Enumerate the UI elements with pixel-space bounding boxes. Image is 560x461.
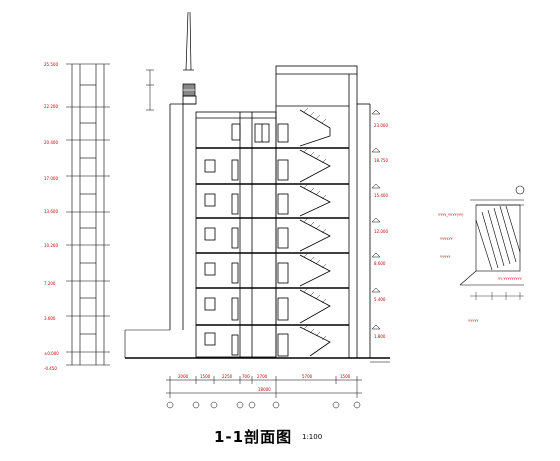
dim-label: 1500 <box>200 374 211 379</box>
bottom-dimension-lines <box>166 376 362 398</box>
dim-label: 2700 <box>257 374 268 379</box>
left-elevation-scale <box>66 63 110 366</box>
railing-detail-labels: YYYY_YY.YY(YY) YYYY.YY YYYYY YY,YYYYYYYY… <box>438 213 523 323</box>
left-elev-label: 20.400 <box>44 140 58 145</box>
left-elev-label: 22.200 <box>44 104 58 109</box>
dim-label: 1500 <box>340 374 351 379</box>
left-elev-label: 25.500 <box>44 62 58 67</box>
left-elev-label: 10.200 <box>44 243 58 248</box>
right-elev-label: 1.800 <box>374 334 386 339</box>
drawing-scale: 1:100 <box>302 433 323 441</box>
right-elev-label: 18.750 <box>374 158 388 163</box>
ground-line <box>124 329 390 363</box>
detail-label-note: YY,YYYYYYYYY <box>498 277 523 281</box>
left-elevation-labels: 25.500 22.200 20.400 17.000 13.600 10.20… <box>44 62 59 371</box>
detail-label-mid: YYYY.YY <box>440 237 454 241</box>
overall-dim-label: 18000 <box>258 387 271 392</box>
right-elev-label: 23.000 <box>374 123 388 128</box>
left-elev-label: ±0.000 <box>44 351 59 356</box>
left-elev-label: 17.000 <box>44 176 58 181</box>
right-elev-label: 15.400 <box>374 193 388 198</box>
building-section <box>169 95 277 358</box>
railing-detail <box>459 185 525 300</box>
detail-caption: YYYYY <box>468 319 479 323</box>
right-elev-label: 5.400 <box>374 297 386 302</box>
detail-label-low: YYYYY <box>440 255 451 259</box>
dim-label: 2250 <box>222 374 233 379</box>
stair-steps <box>303 107 327 341</box>
right-elev-label: 8.600 <box>374 261 386 266</box>
stair-tower <box>275 65 371 359</box>
detail-label-top: YYYY_YY.YY(YY) <box>438 213 464 217</box>
right-elev-label: 12.000 <box>374 229 388 234</box>
left-elev-label: 7.200 <box>44 281 56 286</box>
left-elev-label: -0.450 <box>44 366 57 371</box>
left-elev-label: 3.600 <box>44 316 56 321</box>
dim-label: 2000 <box>178 374 189 379</box>
dim-label: 5700 <box>302 374 313 379</box>
drawing-title: 1-1剖面图 <box>214 428 293 446</box>
bottom-dimension-labels: 2000 1500 2250 700 2700 5700 1500 18000 <box>178 374 351 392</box>
right-elevation-labels: 23.000 18.750 15.400 12.000 8.600 5.400 … <box>374 123 388 339</box>
left-elev-label: 13.600 <box>44 209 58 214</box>
spire-dim <box>146 69 154 111</box>
right-level-markers <box>371 109 381 330</box>
roof-spire <box>182 11 196 97</box>
dim-label: 700 <box>242 374 250 379</box>
grid-axis-bubbles <box>166 401 361 409</box>
